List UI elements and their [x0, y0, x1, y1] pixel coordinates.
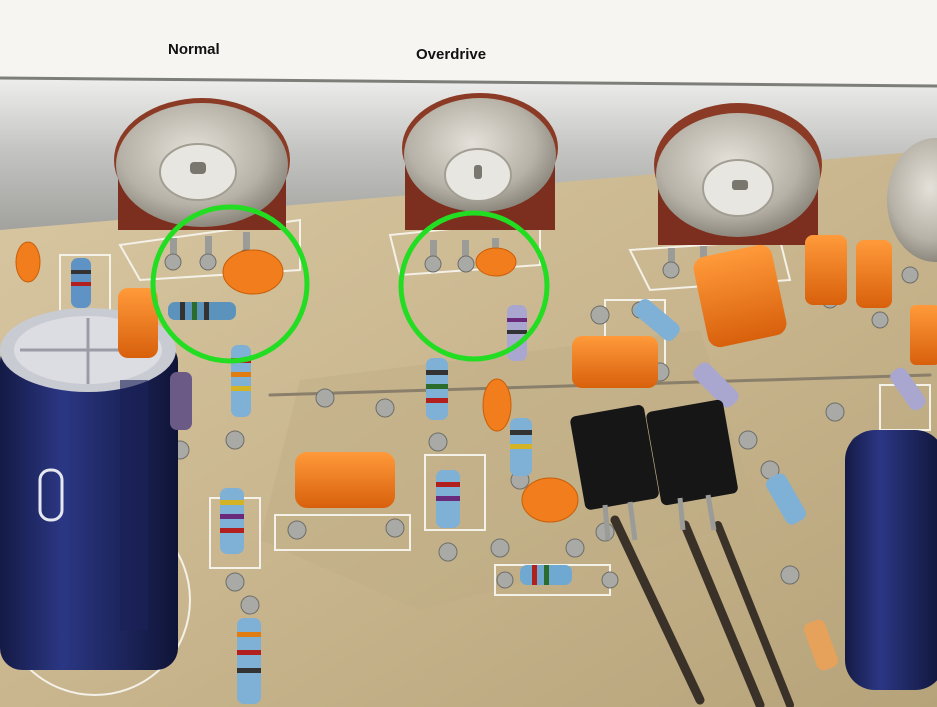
highlight-circle-overdrive [398, 210, 550, 362]
transistors [570, 399, 738, 541]
electrolytic-capacitor-right-partial [845, 430, 937, 690]
electrolytic-capacitor-left [0, 308, 178, 670]
resistors [71, 258, 926, 704]
film-capacitors [118, 235, 937, 508]
highlight-circle-normal [150, 204, 310, 364]
ceramic-capacitors [15, 241, 579, 523]
potentiometer-third [654, 103, 822, 245]
potentiometer-normal [114, 98, 290, 230]
normal-label: Normal [168, 41, 220, 58]
overdrive-label: Overdrive [416, 46, 487, 63]
potentiometer-fourth-partial [887, 138, 937, 262]
chassis-edge [0, 76, 937, 88]
potentiometer-overdrive [402, 93, 558, 230]
